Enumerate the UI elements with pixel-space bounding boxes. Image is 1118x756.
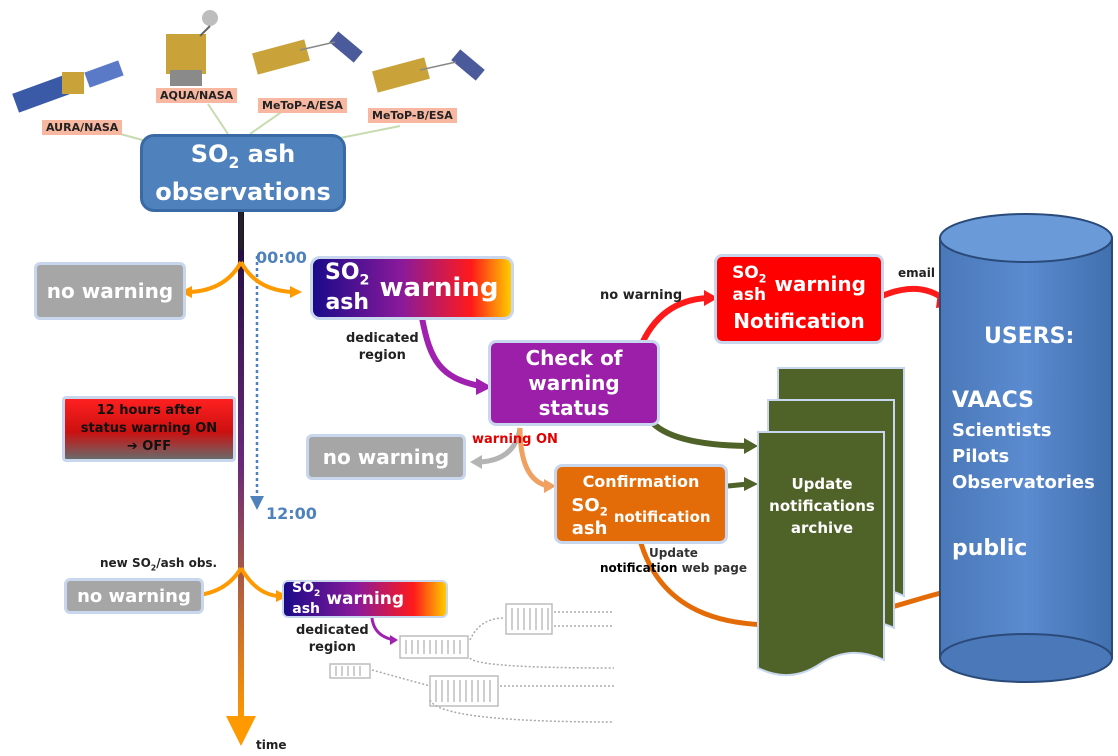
users-vaacs: VAACS	[952, 388, 1034, 413]
no-warning-box-bottom: no warning	[64, 578, 204, 614]
timeline-bar	[238, 212, 244, 722]
so2-ash-observations-box: SO2 ash observations	[140, 134, 346, 212]
no-warning-small-label: no warning	[600, 288, 683, 303]
new-obs-label: new SO2/ash obs.	[100, 556, 218, 573]
aura-label: AURA/NASA	[42, 120, 123, 135]
aura-satellite-icon	[12, 60, 124, 113]
update-web-page-label: Update notification web page	[600, 546, 747, 575]
users-title: USERS:	[984, 324, 1075, 349]
aqua-label: AQUA/NASA	[156, 88, 238, 103]
so2-ash-warning-notification-box: SO2 ash warning Notification	[714, 254, 884, 344]
aqua-satellite-icon	[166, 10, 218, 86]
warning-on-label: warning ON	[472, 432, 558, 447]
check-warning-status-box: Check of warning status	[488, 340, 660, 426]
users-public: public	[952, 536, 1028, 561]
so2-ash-warning-box: SO2 ash warning	[310, 256, 514, 320]
archive-stack	[757, 367, 905, 677]
time-12-label: 12:00	[266, 504, 317, 523]
notifications-archive-label: Update notifications archive	[769, 475, 875, 537]
no-warning-box-top: no warning	[34, 262, 186, 320]
metop-b-label: MeToP-B/ESA	[368, 108, 457, 123]
users-scientists: Scientists	[952, 420, 1052, 441]
email-arrow	[880, 285, 947, 303]
metop-a-label: MeToP-A/ESA	[258, 98, 347, 113]
email-label: email	[898, 266, 935, 280]
region-to-check-arrow	[419, 317, 481, 389]
users-observatories: Observatories	[952, 472, 1095, 493]
metop-b-satellite-icon	[372, 49, 485, 93]
faded-sub-diagram	[329, 603, 615, 723]
metop-a-satellite-icon	[252, 31, 363, 75]
time-00-label: 00:00	[256, 248, 307, 267]
users-cylinder	[939, 213, 1113, 683]
no-warning-box-middle: no warning	[306, 434, 466, 480]
time-arrow-head	[226, 716, 256, 746]
so2-ash-warning-box-small: SO2 ash warning	[282, 580, 448, 618]
time-axis-label: time	[256, 738, 287, 752]
users-pilots: Pilots	[952, 446, 1010, 467]
to-notification-arrow	[637, 295, 709, 350]
check-to-archive-arrow	[647, 417, 749, 449]
hours-off-box: 12 hours after status warning ON ➔ OFF	[62, 396, 236, 462]
confirmation-notification-box: Confirmation SO2 ash notification	[554, 464, 728, 544]
